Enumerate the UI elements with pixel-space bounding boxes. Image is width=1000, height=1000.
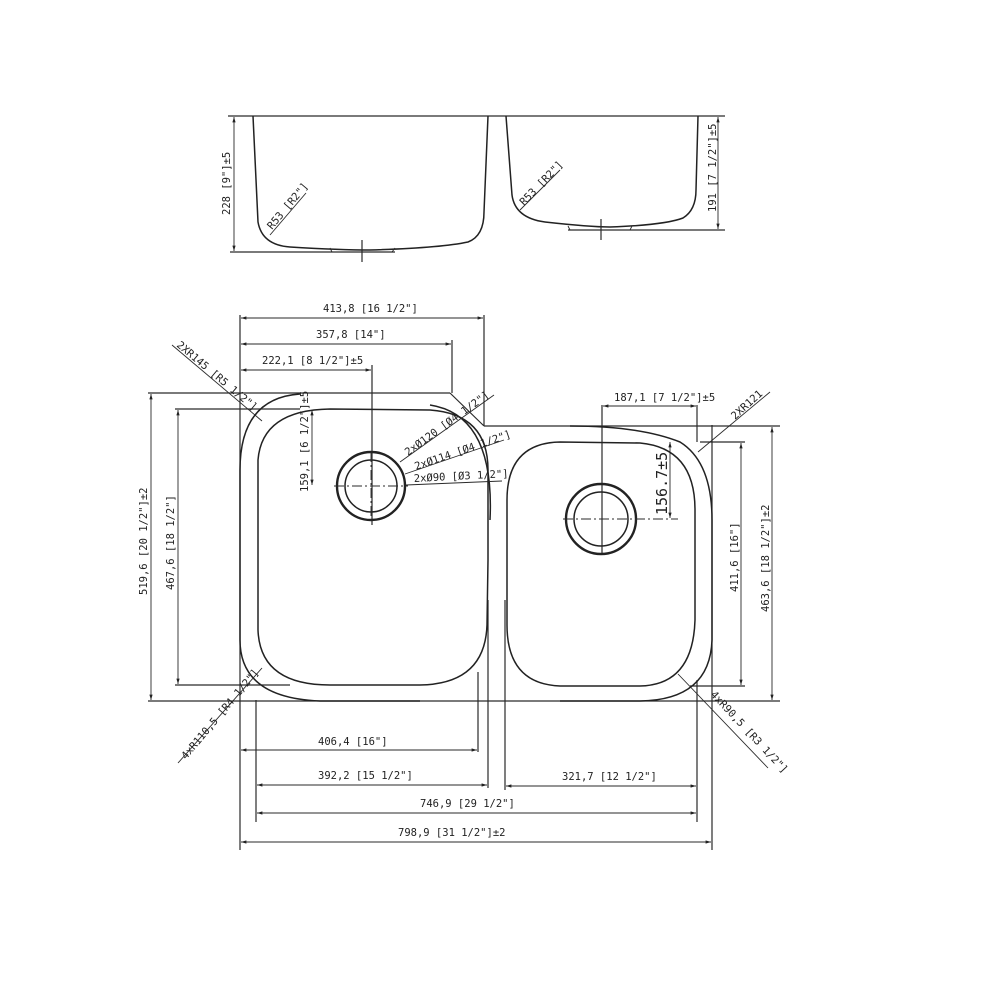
left-bowl-outer — [239, 393, 420, 702]
side-right-depth-label: 191 [7 1/2"]±5 — [707, 123, 719, 212]
left-bowl-corner-arc — [429, 404, 492, 521]
side-right-drain-flange — [567, 225, 633, 231]
drain-90-label: 2xØ90 [Ø3 1/2"] — [414, 468, 509, 485]
side-view: 228 [9"]±5 R53 [R2"] 191 [7 1/2"]±5 R53 … — [221, 115, 725, 262]
dim-392-label: 392,2 [15 1/2"] — [318, 770, 413, 782]
dim-411-label: 411,6 [16"] — [729, 522, 741, 592]
side-right-radius-leader — [519, 169, 561, 211]
dim-413-label: 413,8 [16 1/2"] — [323, 303, 418, 315]
left-top-radius-label: 2XR145 [R5 1/2"] — [174, 339, 259, 413]
dim-798-label: 798,9 [31 1/2"]±2 — [398, 827, 505, 839]
side-right-bowl-profile — [505, 115, 699, 228]
right-bottom-radius-label: 4xR90,5 [R3 1/2"] — [708, 689, 790, 776]
drain-90-leader — [405, 480, 503, 486]
side-left-radius-leader — [269, 192, 307, 236]
top-view: 413,8 [16 1/2"] 357,8 [14"] 222,1 [8 1/2… — [138, 303, 790, 850]
top-notch-diag — [449, 392, 485, 427]
dim-159-label: 159,1 [6 1/2"]±5 — [299, 391, 311, 492]
left-bottom-radius-leader — [177, 667, 263, 764]
dim-156-label: 156.7±5 — [653, 452, 671, 515]
dim-463-label: 463,6 [18 1/2"]±2 — [760, 505, 772, 612]
drain-120-leader — [399, 394, 495, 463]
drain-114-leader — [404, 439, 505, 475]
right-top-radius-leader — [697, 391, 771, 453]
side-left-radius-label: R53 [R2"] — [265, 181, 311, 232]
dim-321-label: 321,7 [12 1/2"] — [562, 771, 657, 783]
dim-746-label: 746,9 [29 1/2"] — [420, 798, 515, 810]
side-left-depth-label: 228 [9"]±5 — [221, 152, 233, 215]
right-top-radius-label: 2XR121 — [729, 388, 765, 422]
right-bowl-outer — [560, 425, 713, 702]
side-right-radius-label: R53 [R2"] — [518, 159, 566, 208]
dim-222-label: 222,1 [8 1/2"]±5 — [262, 355, 363, 367]
right-bowl-inner — [506, 441, 696, 687]
dim-467-label: 467,6 [18 1/2"] — [165, 495, 177, 590]
dim-357-label: 357,8 [14"] — [316, 329, 386, 341]
right-bottom-radius-leader — [677, 673, 769, 769]
left-bowl-inner — [257, 408, 489, 686]
side-left-bowl-profile — [252, 115, 489, 251]
dim-187-label: 187,1 [7 1/2"]±5 — [614, 392, 715, 404]
top-dimensions: 413,8 [16 1/2"] 357,8 [14"] 222,1 [8 1/2… — [241, 303, 483, 372]
left-bottom-radius-label: 4xR110,5 [R4 1/2"] — [179, 667, 261, 762]
left-top-radius-leader — [171, 344, 263, 422]
bottom-dimensions: 406,4 [16"] 392,2 [15 1/2"] 321,7 [12 1/… — [241, 736, 711, 844]
right-drain-inner-ring — [573, 491, 629, 547]
dim-519-label: 519,6 [20 1/2"]±2 — [138, 488, 150, 595]
dim-406-label: 406,4 [16"] — [318, 736, 388, 748]
